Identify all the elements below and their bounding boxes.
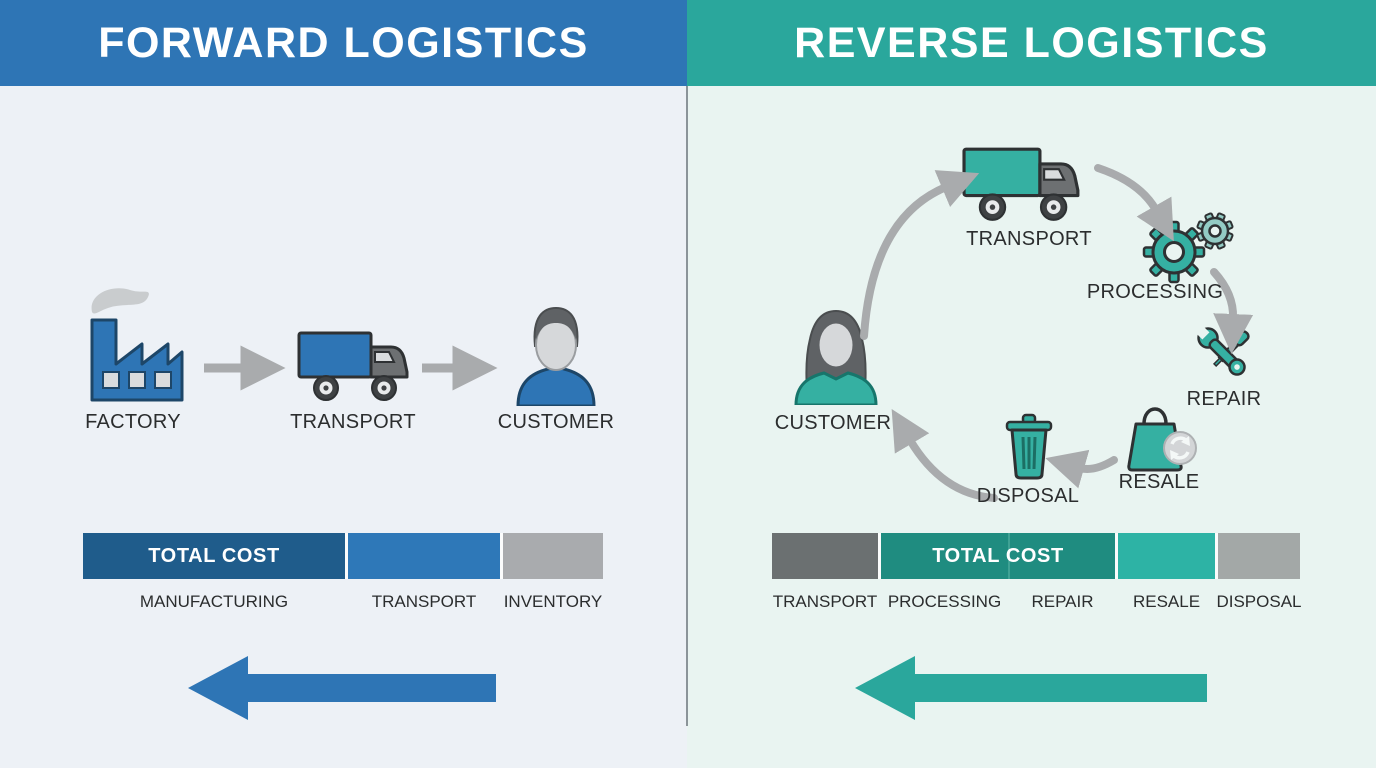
cost-segment-transport <box>348 533 500 579</box>
arrow-resale-to-disposal <box>1045 449 1118 489</box>
arrow-customer-to-transport <box>860 170 980 340</box>
factory-smoke <box>91 288 149 314</box>
cost-segment-manufacturing <box>83 533 345 579</box>
total-cost-title: TOTAL COST <box>932 545 1064 567</box>
cost-segment-transport <box>772 533 878 579</box>
reverse-cycle-arrows <box>860 164 1254 502</box>
cost-segment-label-resale: RESALE <box>1132 592 1201 611</box>
arrow-processing-to-repair <box>1210 268 1254 354</box>
cost-segment-label-processing: PROCESSING <box>887 592 1002 611</box>
cost-segment-label-transport: TRANSPORT <box>772 592 878 611</box>
reverse-label-processing: PROCESSING <box>1086 281 1224 303</box>
delivery-truck-icon <box>297 331 409 401</box>
trash-bin-icon <box>1005 413 1053 480</box>
cost-segment-divider <box>1008 533 1010 579</box>
shopping-bag-refresh-icon <box>1127 407 1197 472</box>
cost-segment-label-inventory: INVENTORY <box>503 592 603 611</box>
reverse-label-transport: TRANSPORT <box>966 228 1092 250</box>
cost-segment-resale <box>1118 533 1215 579</box>
forward-title: FORWARD LOGISTICS <box>98 18 589 67</box>
arrow-transport-to-processing <box>1094 164 1174 242</box>
delivery-truck-icon <box>962 147 1080 221</box>
reverse-label-resale: RESALE <box>1118 471 1200 493</box>
cost-segment-disposal <box>1218 533 1300 579</box>
customer-person-icon <box>794 309 878 405</box>
cost-segment-label-manufacturing: MANUFACTURING <box>139 592 289 611</box>
factory-icon <box>90 288 184 402</box>
cost-segment-inventory <box>503 533 603 579</box>
cost-segment-repair <box>1010 533 1115 579</box>
cost-segment-processing <box>881 533 1008 579</box>
forward-total-cost-bar: MANUFACTURING TRANSPORT INVENTORY TOTAL COS… <box>83 533 613 653</box>
cost-segment-label-disposal: DISPOSAL <box>1216 592 1302 611</box>
forward-flow-label-customer: CUSTOMER <box>497 411 615 433</box>
reverse-label-disposal: DISPOSAL <box>976 485 1080 507</box>
forward-header: FORWARD LOGISTICS <box>0 0 687 86</box>
reverse-title: REVERSE LOGISTICS <box>794 18 1269 67</box>
panel-divider <box>686 86 688 726</box>
reverse-label-repair: REPAIR <box>1186 388 1262 410</box>
forward-panel-background <box>0 86 687 768</box>
forward-flow-label-factory: FACTORY <box>85 411 181 433</box>
customer-person-icon <box>516 306 596 406</box>
reverse-direction-arrow <box>855 656 1207 720</box>
cost-segment-label-transport: TRANSPORT <box>371 592 477 611</box>
arrow-disposal-to-customer <box>891 409 998 502</box>
gears-icon <box>1142 212 1234 284</box>
reverse-header: REVERSE LOGISTICS <box>687 0 1376 86</box>
reverse-label-customer: CUSTOMER <box>774 412 892 434</box>
forward-flow-arrows <box>204 345 498 391</box>
forward-flow-label-transport: TRANSPORT <box>290 411 416 433</box>
reverse-total-cost-bar: TRANSPORT PROCESSING REPAIR RESALE DISPOSAL T… <box>772 533 1312 653</box>
forward-direction-arrow <box>188 656 496 720</box>
cost-segment-label-repair: REPAIR <box>1031 592 1094 611</box>
total-cost-title: TOTAL COST <box>148 545 280 567</box>
